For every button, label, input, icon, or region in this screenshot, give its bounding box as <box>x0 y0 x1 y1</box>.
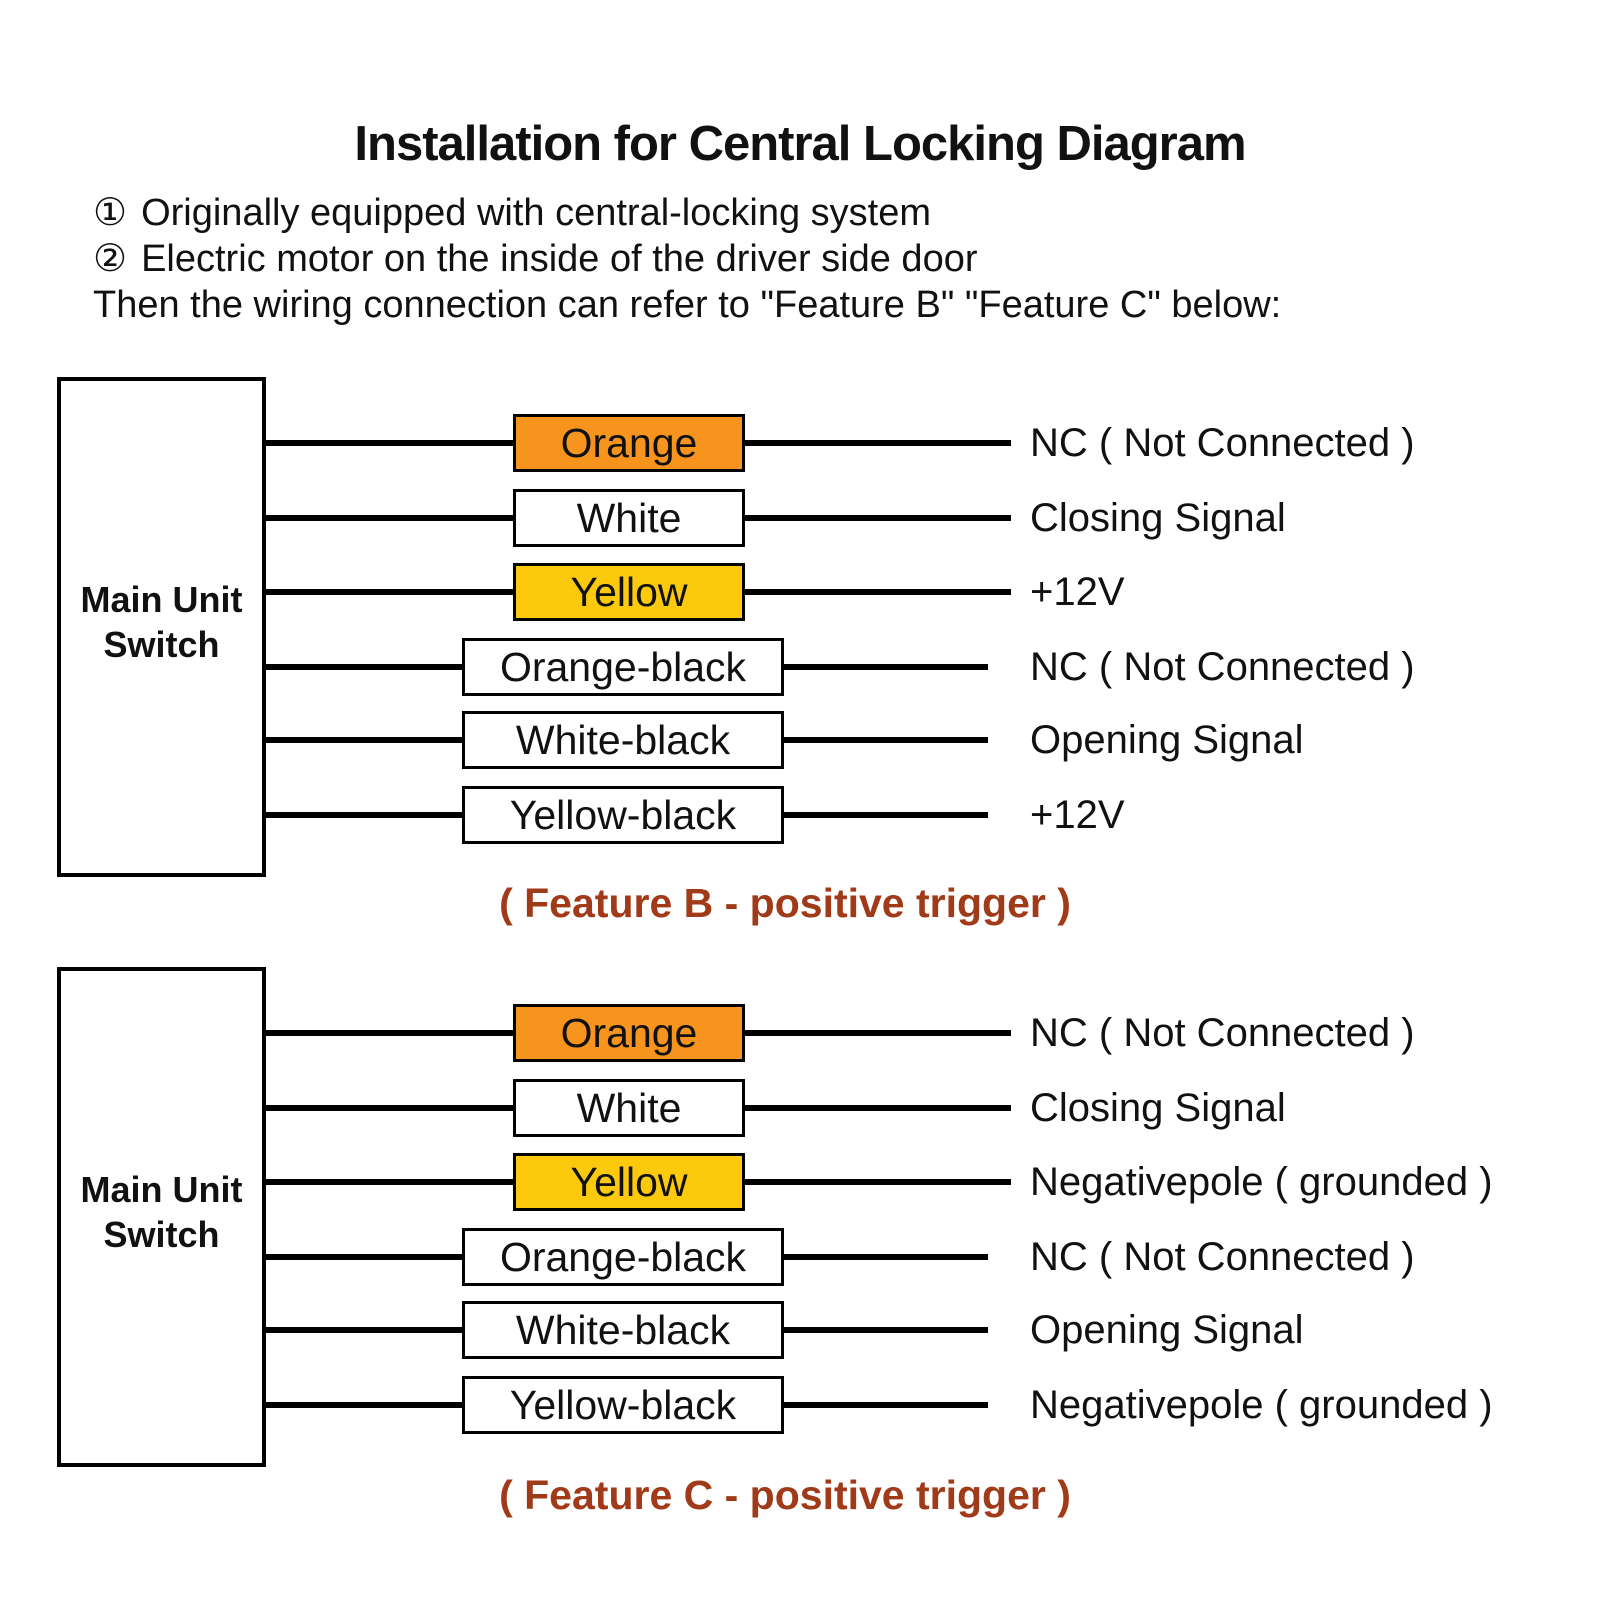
signal-label: NC ( Not Connected ) <box>1030 1010 1415 1055</box>
signal-label: Closing Signal <box>1030 1085 1286 1130</box>
wire-segment-left <box>266 812 466 818</box>
main-unit-switch-box: Main Unit Switch <box>57 967 266 1467</box>
wire-segment-left <box>266 1105 517 1111</box>
signal-label: Negativepole ( grounded ) <box>1030 1159 1493 1204</box>
main-unit-switch-label: Main Unit Switch <box>80 579 243 665</box>
instruction-bullet-1: ① <box>93 192 128 234</box>
wire-label-box-white-black: White-black <box>462 711 784 769</box>
wire-label-box-yellow-black: Yellow-black <box>462 786 784 844</box>
wire-segment-left <box>266 1179 517 1185</box>
wire-label: Yellow <box>570 568 688 615</box>
wire-label: White-black <box>515 716 731 763</box>
wire-label: Orange <box>560 1009 698 1056</box>
instruction-bullet-2: ② <box>93 238 128 280</box>
wire-row-white: White Closing Signal <box>266 482 1600 554</box>
wire-label-box-orange: Orange <box>513 414 745 472</box>
main-unit-switch-box: Main Unit Switch <box>57 377 266 877</box>
wire-row-yellow: Yellow +12V <box>266 556 1600 628</box>
wire-label: Yellow-black <box>509 791 737 838</box>
wire-segment-right <box>743 1179 1011 1185</box>
page-title: Installation for Central Locking Diagram <box>354 117 1246 171</box>
wire-segment-right <box>782 737 988 743</box>
wire-label: White <box>576 1084 682 1131</box>
signal-label: Opening Signal <box>1030 1307 1304 1352</box>
signal-label: NC ( Not Connected ) <box>1030 1234 1415 1279</box>
instruction-text-1: Originally equipped with central-locking… <box>141 192 931 234</box>
wire-row-orange: Orange NC ( Not Connected ) <box>266 407 1600 479</box>
wire-label: Yellow <box>570 1158 688 1205</box>
wire-row-white: White Closing Signal <box>266 1072 1600 1144</box>
instructions-block: ① Originally equipped with central-lockin… <box>93 190 1281 328</box>
wire-segment-left <box>266 515 517 521</box>
wire-label: Orange-black <box>499 643 747 690</box>
signal-label: Opening Signal <box>1030 717 1304 762</box>
wire-label-box-yellow: Yellow <box>513 1153 745 1211</box>
instruction-text-2: Electric motor on the inside of the driv… <box>141 238 978 280</box>
signal-label: +12V <box>1030 792 1125 837</box>
wire-segment-right <box>743 589 1011 595</box>
wire-label-box-white: White <box>513 489 745 547</box>
wire-segment-left <box>266 737 466 743</box>
wire-row-yellow-black: Yellow-black +12V <box>266 779 1600 851</box>
signal-label: +12V <box>1030 569 1125 614</box>
wire-segment-left <box>266 440 517 446</box>
wire-segment-right <box>782 1402 988 1408</box>
wire-label: White-black <box>515 1306 731 1353</box>
wire-label: Yellow-black <box>509 1381 737 1428</box>
wire-label-box-yellow: Yellow <box>513 563 745 621</box>
wire-segment-right <box>743 515 1011 521</box>
wire-segment-right <box>743 1105 1011 1111</box>
wire-segment-right <box>782 1254 988 1260</box>
wire-label-box-orange-black: Orange-black <box>462 1228 784 1286</box>
wire-label: Orange <box>560 419 698 466</box>
wire-segment-right <box>782 812 988 818</box>
signal-label: Closing Signal <box>1030 495 1286 540</box>
wire-label-box-orange: Orange <box>513 1004 745 1062</box>
wire-segment-left <box>266 1030 517 1036</box>
wire-segment-left <box>266 664 466 670</box>
signal-label: Negativepole ( grounded ) <box>1030 1382 1493 1427</box>
wire-label-box-white-black: White-black <box>462 1301 784 1359</box>
wire-label-box-yellow-black: Yellow-black <box>462 1376 784 1434</box>
wire-row-white-black: White-black Opening Signal <box>266 704 1600 776</box>
wire-row-yellow-black: Yellow-black Negativepole ( grounded ) <box>266 1369 1600 1441</box>
wire-label: Orange-black <box>499 1233 747 1280</box>
feature-b-caption: ( Feature B - positive trigger ) <box>499 880 1071 926</box>
feature-c-diagram: Main Unit Switch Orange NC ( Not Connect… <box>0 967 1600 1467</box>
signal-label: NC ( Not Connected ) <box>1030 644 1415 689</box>
wire-label: White <box>576 494 682 541</box>
feature-c-caption: ( Feature C - positive trigger ) <box>499 1472 1071 1518</box>
instructions-footer: Then the wiring connection can refer to … <box>93 284 1282 326</box>
wire-segment-right <box>782 1327 988 1333</box>
instruction-line-1: ① Originally equipped with central-lockin… <box>93 190 1281 236</box>
wire-segment-right <box>743 1030 1011 1036</box>
wire-segment-left <box>266 589 517 595</box>
wire-row-white-black: White-black Opening Signal <box>266 1294 1600 1366</box>
signal-label: NC ( Not Connected ) <box>1030 420 1415 465</box>
wire-label-box-white: White <box>513 1079 745 1137</box>
wire-row-yellow: Yellow Negativepole ( grounded ) <box>266 1146 1600 1218</box>
main-unit-switch-label: Main Unit Switch <box>80 1169 243 1255</box>
wire-row-orange: Orange NC ( Not Connected ) <box>266 997 1600 1069</box>
wire-label-box-orange-black: Orange-black <box>462 638 784 696</box>
feature-b-diagram: Main Unit Switch Orange NC ( Not Connect… <box>0 377 1600 877</box>
wire-segment-left <box>266 1402 466 1408</box>
wire-segment-left <box>266 1254 466 1260</box>
instruction-line-2: ② Electric motor on the inside of the dri… <box>93 236 1281 282</box>
wire-segment-right <box>743 440 1011 446</box>
wire-segment-right <box>782 664 988 670</box>
wire-row-orange-black: Orange-black NC ( Not Connected ) <box>266 1221 1600 1293</box>
wire-segment-left <box>266 1327 466 1333</box>
wire-row-orange-black: Orange-black NC ( Not Connected ) <box>266 631 1600 703</box>
